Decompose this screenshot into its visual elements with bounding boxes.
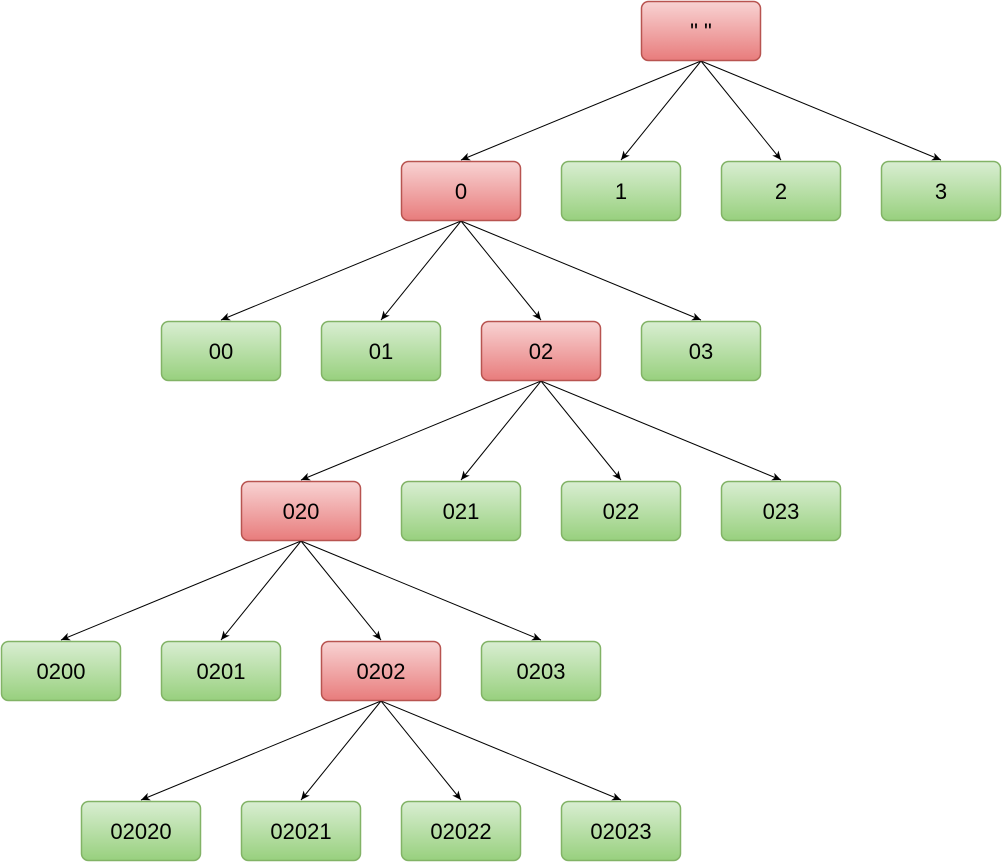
tree-node-n021: 021	[400, 480, 522, 542]
node-box	[320, 640, 442, 702]
node-box	[160, 640, 282, 702]
node-box	[880, 160, 1002, 222]
tree-node-n02020: 02020	[80, 800, 202, 862]
node-label: 0202	[357, 659, 406, 684]
node-label: 023	[763, 499, 800, 524]
node-box	[0, 640, 122, 702]
node-label: 02021	[270, 819, 331, 844]
node-box	[480, 640, 602, 702]
tree-node-n0202: 0202	[320, 640, 442, 702]
tree-node-n0200: 0200	[0, 640, 122, 702]
node-label: 02	[529, 339, 553, 364]
edge-n0202-n02023	[380, 700, 622, 801]
tree-node-n023: 023	[720, 480, 842, 542]
edge-root-n1	[620, 60, 702, 161]
edges-layer	[60, 60, 942, 801]
edge-n02-n023	[540, 380, 782, 481]
edge-root-n2	[700, 60, 782, 161]
edge-n0-n00	[220, 220, 462, 321]
node-label: 02023	[590, 819, 651, 844]
tree-node-n02: 02	[480, 320, 602, 382]
node-label: 022	[603, 499, 640, 524]
edge-n02-n020	[300, 380, 542, 481]
node-label: 0203	[517, 659, 566, 684]
node-box	[80, 800, 202, 862]
tree-node-n01: 01	[320, 320, 442, 382]
tree-node-n022: 022	[560, 480, 682, 542]
edge-n02-n022	[540, 380, 622, 481]
node-label: 02020	[110, 819, 171, 844]
node-box	[560, 800, 682, 862]
node-label: 03	[689, 339, 713, 364]
edge-n0202-n02022	[380, 700, 462, 801]
node-box	[560, 480, 682, 542]
node-label: " "	[690, 19, 712, 44]
node-box	[400, 480, 522, 542]
node-box	[560, 160, 682, 222]
tree-node-n1: 1	[560, 160, 682, 222]
node-label: 021	[443, 499, 480, 524]
node-box	[720, 160, 842, 222]
node-label: 02022	[430, 819, 491, 844]
edge-n0202-n02021	[300, 700, 382, 801]
edge-n0-n02	[460, 220, 542, 321]
tree-node-n0203: 0203	[480, 640, 602, 702]
edge-root-n0	[460, 60, 702, 161]
tree-node-n3: 3	[880, 160, 1002, 222]
tree-node-n00: 00	[160, 320, 282, 382]
edge-n0-n03	[460, 220, 702, 321]
edge-n0202-n02020	[140, 700, 382, 801]
tree-node-root: " "	[640, 0, 762, 62]
tree-node-n0201: 0201	[160, 640, 282, 702]
edge-n020-n0200	[60, 540, 302, 641]
node-box	[400, 800, 522, 862]
tree-node-n02021: 02021	[240, 800, 362, 862]
node-label: 00	[209, 339, 233, 364]
node-label: 0	[455, 179, 467, 204]
node-box	[640, 320, 762, 382]
tree-node-n2: 2	[720, 160, 842, 222]
node-label: 1	[615, 179, 627, 204]
node-box	[160, 320, 282, 382]
node-label: 0201	[197, 659, 246, 684]
node-box	[320, 320, 442, 382]
edge-n02-n021	[460, 380, 542, 481]
tree-node-n02023: 02023	[560, 800, 682, 862]
node-box	[240, 800, 362, 862]
edge-n020-n0203	[300, 540, 542, 641]
node-label: 020	[283, 499, 320, 524]
edge-n020-n0201	[220, 540, 302, 641]
tree-node-n020: 020	[240, 480, 362, 542]
edge-n020-n0202	[300, 540, 382, 641]
tree-node-n02022: 02022	[400, 800, 522, 862]
tree-node-n0: 0	[400, 160, 522, 222]
node-label: 0200	[37, 659, 86, 684]
node-box	[240, 480, 362, 542]
tree-node-n03: 03	[640, 320, 762, 382]
node-label: 2	[775, 179, 787, 204]
node-box	[480, 320, 602, 382]
node-box	[720, 480, 842, 542]
edge-n0-n01	[380, 220, 462, 321]
node-label: 01	[369, 339, 393, 364]
node-label: 3	[935, 179, 947, 204]
node-box	[640, 0, 762, 62]
edge-root-n3	[700, 60, 942, 161]
node-box	[400, 160, 522, 222]
